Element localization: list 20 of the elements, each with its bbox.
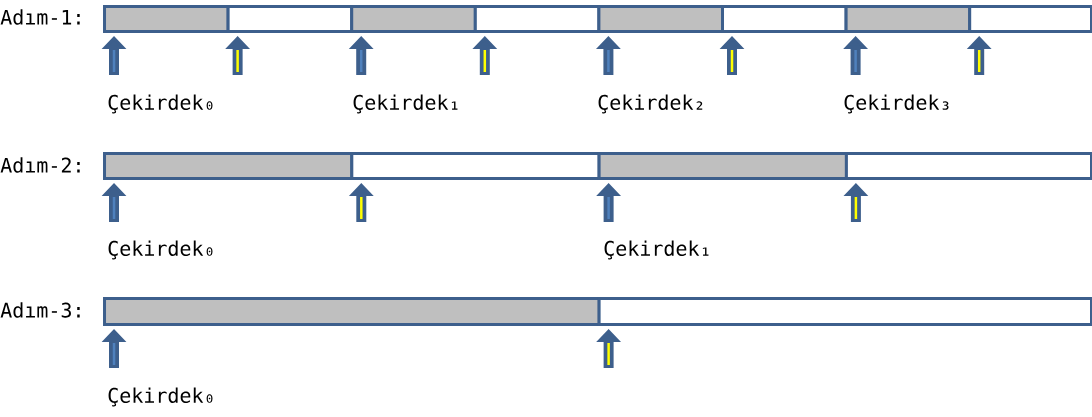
bar-segment — [597, 297, 1092, 326]
bar-segment — [597, 5, 724, 33]
bar-segment — [721, 5, 848, 33]
bar-segment — [350, 152, 601, 180]
step-label: Adım-1: — [0, 9, 80, 25]
core-label: Çekirdek₁ — [353, 94, 458, 114]
bar-segment — [103, 5, 230, 33]
core-label: Çekirdek₀ — [108, 387, 213, 407]
bar-segment — [103, 297, 601, 326]
bar-segment — [844, 152, 1092, 180]
bar-segment — [350, 5, 477, 33]
core-label: Çekirdek₀ — [108, 94, 213, 114]
bar-segment — [597, 152, 848, 180]
bar-segment — [968, 5, 1092, 33]
core-label: Çekirdek₁ — [604, 240, 709, 260]
core-label: Çekirdek₂ — [598, 94, 703, 114]
core-label: Çekirdek₃ — [844, 94, 949, 114]
step-label: Adım-2: — [0, 157, 80, 173]
step-label: Adım-3: — [0, 302, 80, 318]
core-label: Çekirdek₀ — [108, 240, 213, 260]
